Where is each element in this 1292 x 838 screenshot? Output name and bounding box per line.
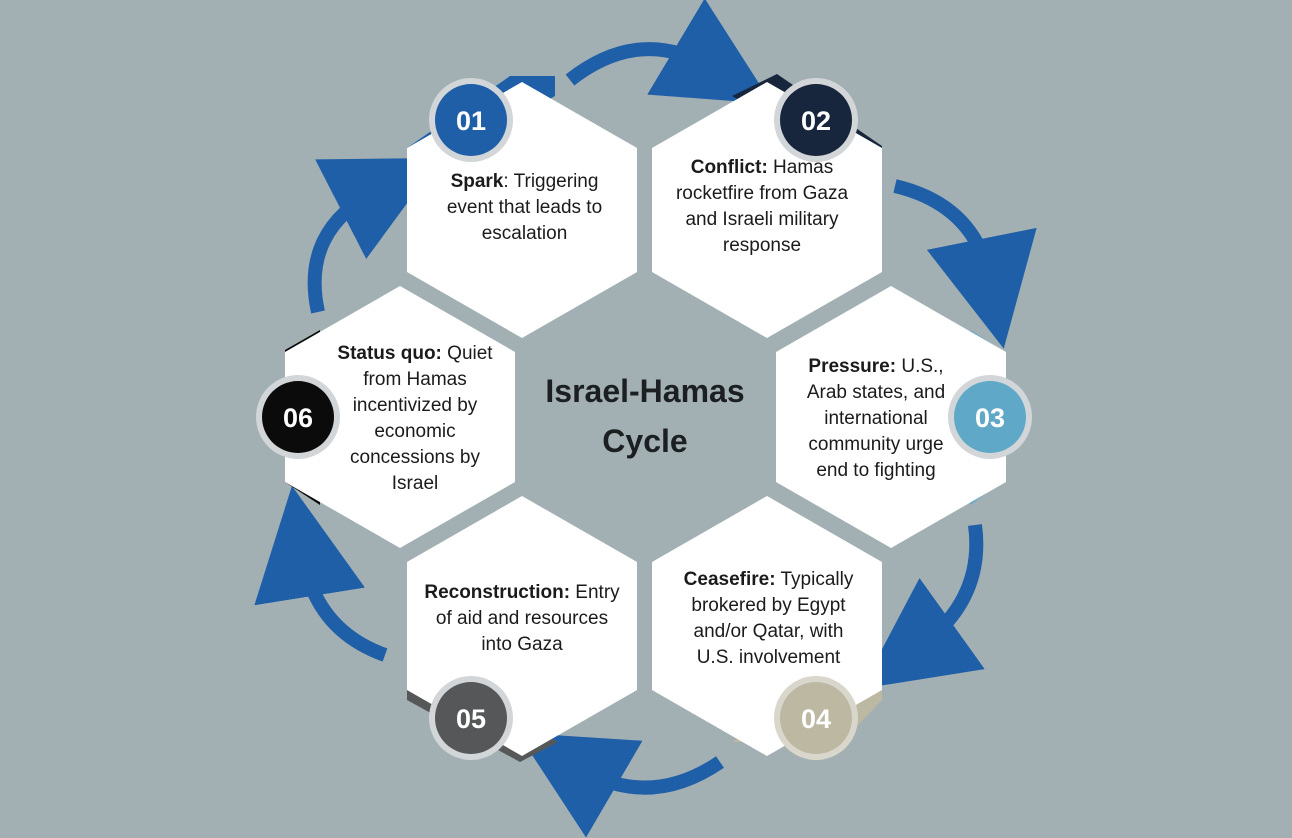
step-01-badge: [435, 84, 507, 156]
step-01: 01: [407, 76, 637, 338]
arrow-01-to-02: [565, 0, 773, 104]
step-05-number: 05: [456, 704, 486, 734]
step-04-text: Typically brokered by Egypt and/or Qatar…: [691, 569, 854, 668]
diagram-title-line-2: Cycle: [602, 423, 688, 459]
step-02-caption: Conflict: Hamas rocketfire from Gaza and…: [672, 155, 852, 259]
step-03: 03: [776, 286, 1032, 548]
step-02-text: Hamas rocketfire from Gaza and Israeli m…: [675, 157, 849, 256]
step-03-text: U.S., Arab states, and international com…: [806, 356, 946, 481]
step-06-text: Quiet from Hamas incentivized by economi…: [350, 343, 493, 494]
step-01-caption: Spark: Triggering event that leads to es…: [432, 169, 617, 247]
arrow-06-to-01: [307, 158, 441, 314]
arrow-04-to-05: [517, 732, 724, 838]
step-04-heading: Ceasefire:: [683, 569, 776, 590]
step-05-caption: Reconstruction: Entry of aid and resourc…: [422, 580, 622, 658]
step-04-badge: [780, 682, 852, 754]
cycle-arrows: [254, 0, 1037, 838]
diagram-title-line-1: Israel-Hamas: [545, 373, 745, 409]
step-06-hexagon: [285, 286, 515, 548]
step-02-heading: Conflict:: [690, 157, 768, 178]
step-02: 02: [652, 74, 882, 338]
diagram-title: Israel-Hamas Cycle: [520, 366, 770, 466]
step-05-badge: [435, 682, 507, 754]
arrow-05-to-06: [254, 485, 388, 662]
step-06-heading: Status quo:: [337, 343, 442, 364]
step-01-text: Triggering event that leads to escalatio…: [446, 171, 603, 244]
step-06-number: 06: [283, 403, 313, 433]
step-03-heading: Pressure:: [808, 356, 897, 377]
arrow-03-to-04: [861, 524, 985, 689]
step-04: 04: [652, 496, 882, 760]
step-06: 06: [256, 286, 515, 548]
step-05: 05: [407, 496, 637, 762]
step-03-caption: Pressure: U.S., Arab states, and interna…: [796, 354, 956, 484]
step-01-heading: Spark: [450, 171, 504, 192]
step-06-caption: Status quo: Quiet from Hamas incentivize…: [335, 341, 495, 497]
step-01-separator: :: [503, 171, 509, 192]
step-01-number: 01: [456, 106, 486, 136]
step-04-number: 04: [801, 704, 831, 734]
step-03-hexagon: [776, 286, 1006, 548]
step-02-number: 02: [801, 106, 831, 136]
step-04-caption: Ceasefire: Typically brokered by Egypt a…: [676, 567, 861, 671]
step-05-text: Entry of aid and resources into Gaza: [435, 582, 620, 655]
step-05-heading: Reconstruction:: [424, 582, 571, 603]
step-03-badge: [954, 381, 1026, 453]
step-02-badge: [780, 84, 852, 156]
step-03-number: 03: [975, 403, 1005, 433]
arrow-02-to-03: [893, 179, 1037, 349]
step-06-badge: [262, 381, 334, 453]
